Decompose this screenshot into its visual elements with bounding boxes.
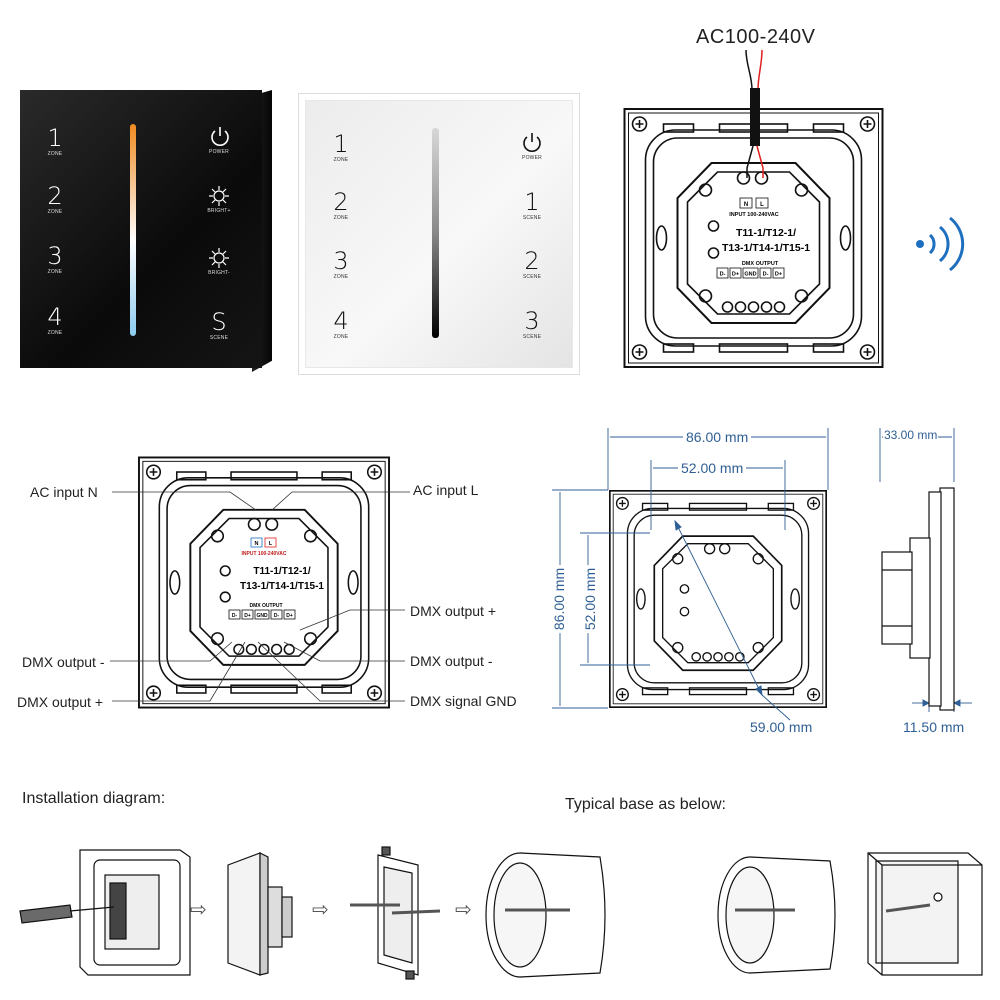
step-arrow-icon: ⇨ <box>190 899 207 921</box>
wireless-signal-icon <box>916 216 965 272</box>
terminal-n: N <box>255 541 259 547</box>
dmx-output-plus-label: DMX output + <box>410 603 496 619</box>
diagonal-label: 59.00 mm <box>750 719 813 735</box>
black-panel-face <box>20 90 262 368</box>
model-line-1: T11-1/T12-1/ <box>736 227 796 239</box>
wiring-leader-lines <box>110 491 410 702</box>
input-rating: INPUT 100-240VAC <box>242 551 287 557</box>
zone-3-button[interactable]: 3 <box>333 247 349 275</box>
bright-down-caption: BRIGHT- <box>208 270 230 276</box>
step-4-round-box <box>485 852 606 978</box>
zone-2-button[interactable]: 2 <box>47 182 63 210</box>
white-touch-panel: 1 ZONE 2 ZONE 3 ZONE 4 ZONE POWER 1 SCEN… <box>298 93 580 375</box>
terminal-l: L <box>269 541 273 547</box>
step-3-screws <box>350 846 441 980</box>
zone-1-button[interactable]: 1 <box>47 124 63 152</box>
scene-caption: SCENE <box>522 274 542 280</box>
power-icon[interactable] <box>521 131 543 153</box>
zone-caption: ZONE <box>47 151 63 157</box>
black-touch-panel: 1 ZONE 2 ZONE 3 ZONE 4 ZONE POWER BRIGHT… <box>20 90 272 372</box>
terminal-d-minus-2: D- <box>763 272 769 278</box>
scene-3-button[interactable]: 3 <box>524 307 540 335</box>
terminal-gnd: GND <box>744 272 756 278</box>
dmx-signal-gnd-label: DMX signal GND <box>410 693 517 709</box>
model-line-2: T13-1/T14-1/T15-1 <box>722 242 810 254</box>
height-outer-label: 86.00 mm <box>551 564 568 634</box>
scene-caption: SCENE <box>522 215 542 221</box>
dimension-drawing <box>552 428 972 721</box>
zone-3-button[interactable]: 3 <box>47 242 63 270</box>
terminal-d-plus: D+ <box>732 272 739 278</box>
scene-caption: SCENE <box>209 335 229 341</box>
height-inner-label: 52.00 mm <box>582 564 599 634</box>
power-cable <box>745 50 764 178</box>
model-line-1: T11-1/T12-1/ <box>253 566 310 577</box>
square-wall-box <box>867 852 983 976</box>
wiring-back-view: N L INPUT 100-240VAC T11-1/T12-1/ T13-1/… <box>138 456 390 709</box>
round-wall-box <box>717 856 836 974</box>
zone-caption: ZONE <box>47 330 63 336</box>
dmx-output-label: DMX OUTPUT <box>742 261 779 267</box>
power-caption: POWER <box>209 149 229 155</box>
scene-caption: SCENE <box>522 334 542 340</box>
installation-steps <box>19 846 983 980</box>
installation-title: Installation diagram: <box>22 790 166 807</box>
width-outer-label: 86.00 mm <box>683 429 752 445</box>
step-2-panel <box>227 852 293 976</box>
bright-up-caption: BRIGHT+ <box>207 208 231 214</box>
depth-label: 33.00 mm <box>883 428 939 442</box>
terminal-d-minus: D- <box>720 272 726 278</box>
terminal-d-plus-2: D+ <box>775 272 782 278</box>
model-line-2: T13-1/T14-1/T15-1 <box>240 581 324 592</box>
dmx-output-label: DMX OUTPUT <box>249 603 282 609</box>
zone-caption: ZONE <box>333 157 349 163</box>
scene-1-button[interactable]: 1 <box>524 188 540 216</box>
zone-caption: ZONE <box>47 269 63 275</box>
base-title: Typical base as below: <box>565 796 726 813</box>
zone-caption: ZONE <box>333 215 349 221</box>
step-arrow-icon: ⇨ <box>312 899 329 921</box>
terminal-gnd: GND <box>256 613 268 619</box>
zone-1-button[interactable]: 1 <box>333 130 349 158</box>
ac-input-l-label: AC input L <box>413 482 479 498</box>
terminal-l: L <box>760 202 764 208</box>
scene-2-button[interactable]: 2 <box>524 247 540 275</box>
width-inner-label: 52.00 mm <box>678 460 747 476</box>
zone-4-button[interactable]: 4 <box>333 307 349 335</box>
brightness-slider[interactable] <box>432 128 439 338</box>
zone-caption: ZONE <box>47 209 63 215</box>
zone-2-button[interactable]: 2 <box>333 188 349 216</box>
terminal-d-plus-2: D+ <box>286 613 293 619</box>
dmx-output-minus-label: DMX output - <box>22 654 105 670</box>
plate-thickness-label: 11.50 mm <box>903 719 965 735</box>
power-icon[interactable] <box>209 125 231 147</box>
dmx-output-plus-label-left: DMX output + <box>17 694 103 710</box>
side-view <box>881 487 955 711</box>
dmx-output-minus-label-right: DMX output - <box>410 653 493 669</box>
color-temperature-slider[interactable] <box>130 124 136 336</box>
terminal-d-minus-2: D- <box>274 613 280 619</box>
terminal-d-plus: D+ <box>244 613 251 619</box>
brightness-down-icon[interactable] <box>208 247 230 269</box>
brightness-up-icon[interactable] <box>208 185 230 207</box>
scene-button[interactable]: S <box>211 308 227 336</box>
back-view-wired: N L INPUT 100-240VAC T11-1/T12-1/ T13-1/… <box>623 50 884 368</box>
ac-input-n-label: AC input N <box>30 484 98 500</box>
power-caption: POWER <box>522 155 542 161</box>
zone-4-button[interactable]: 4 <box>47 303 63 331</box>
zone-caption: ZONE <box>333 334 349 340</box>
power-supply-label: AC100-240V <box>696 26 816 48</box>
zone-caption: ZONE <box>333 274 349 280</box>
step-arrow-icon: ⇨ <box>455 899 472 921</box>
input-rating: INPUT 100-240VAC <box>729 212 778 218</box>
terminal-n: N <box>744 202 748 208</box>
step-1-wiring <box>19 849 191 976</box>
terminal-d-minus: D- <box>232 613 238 619</box>
